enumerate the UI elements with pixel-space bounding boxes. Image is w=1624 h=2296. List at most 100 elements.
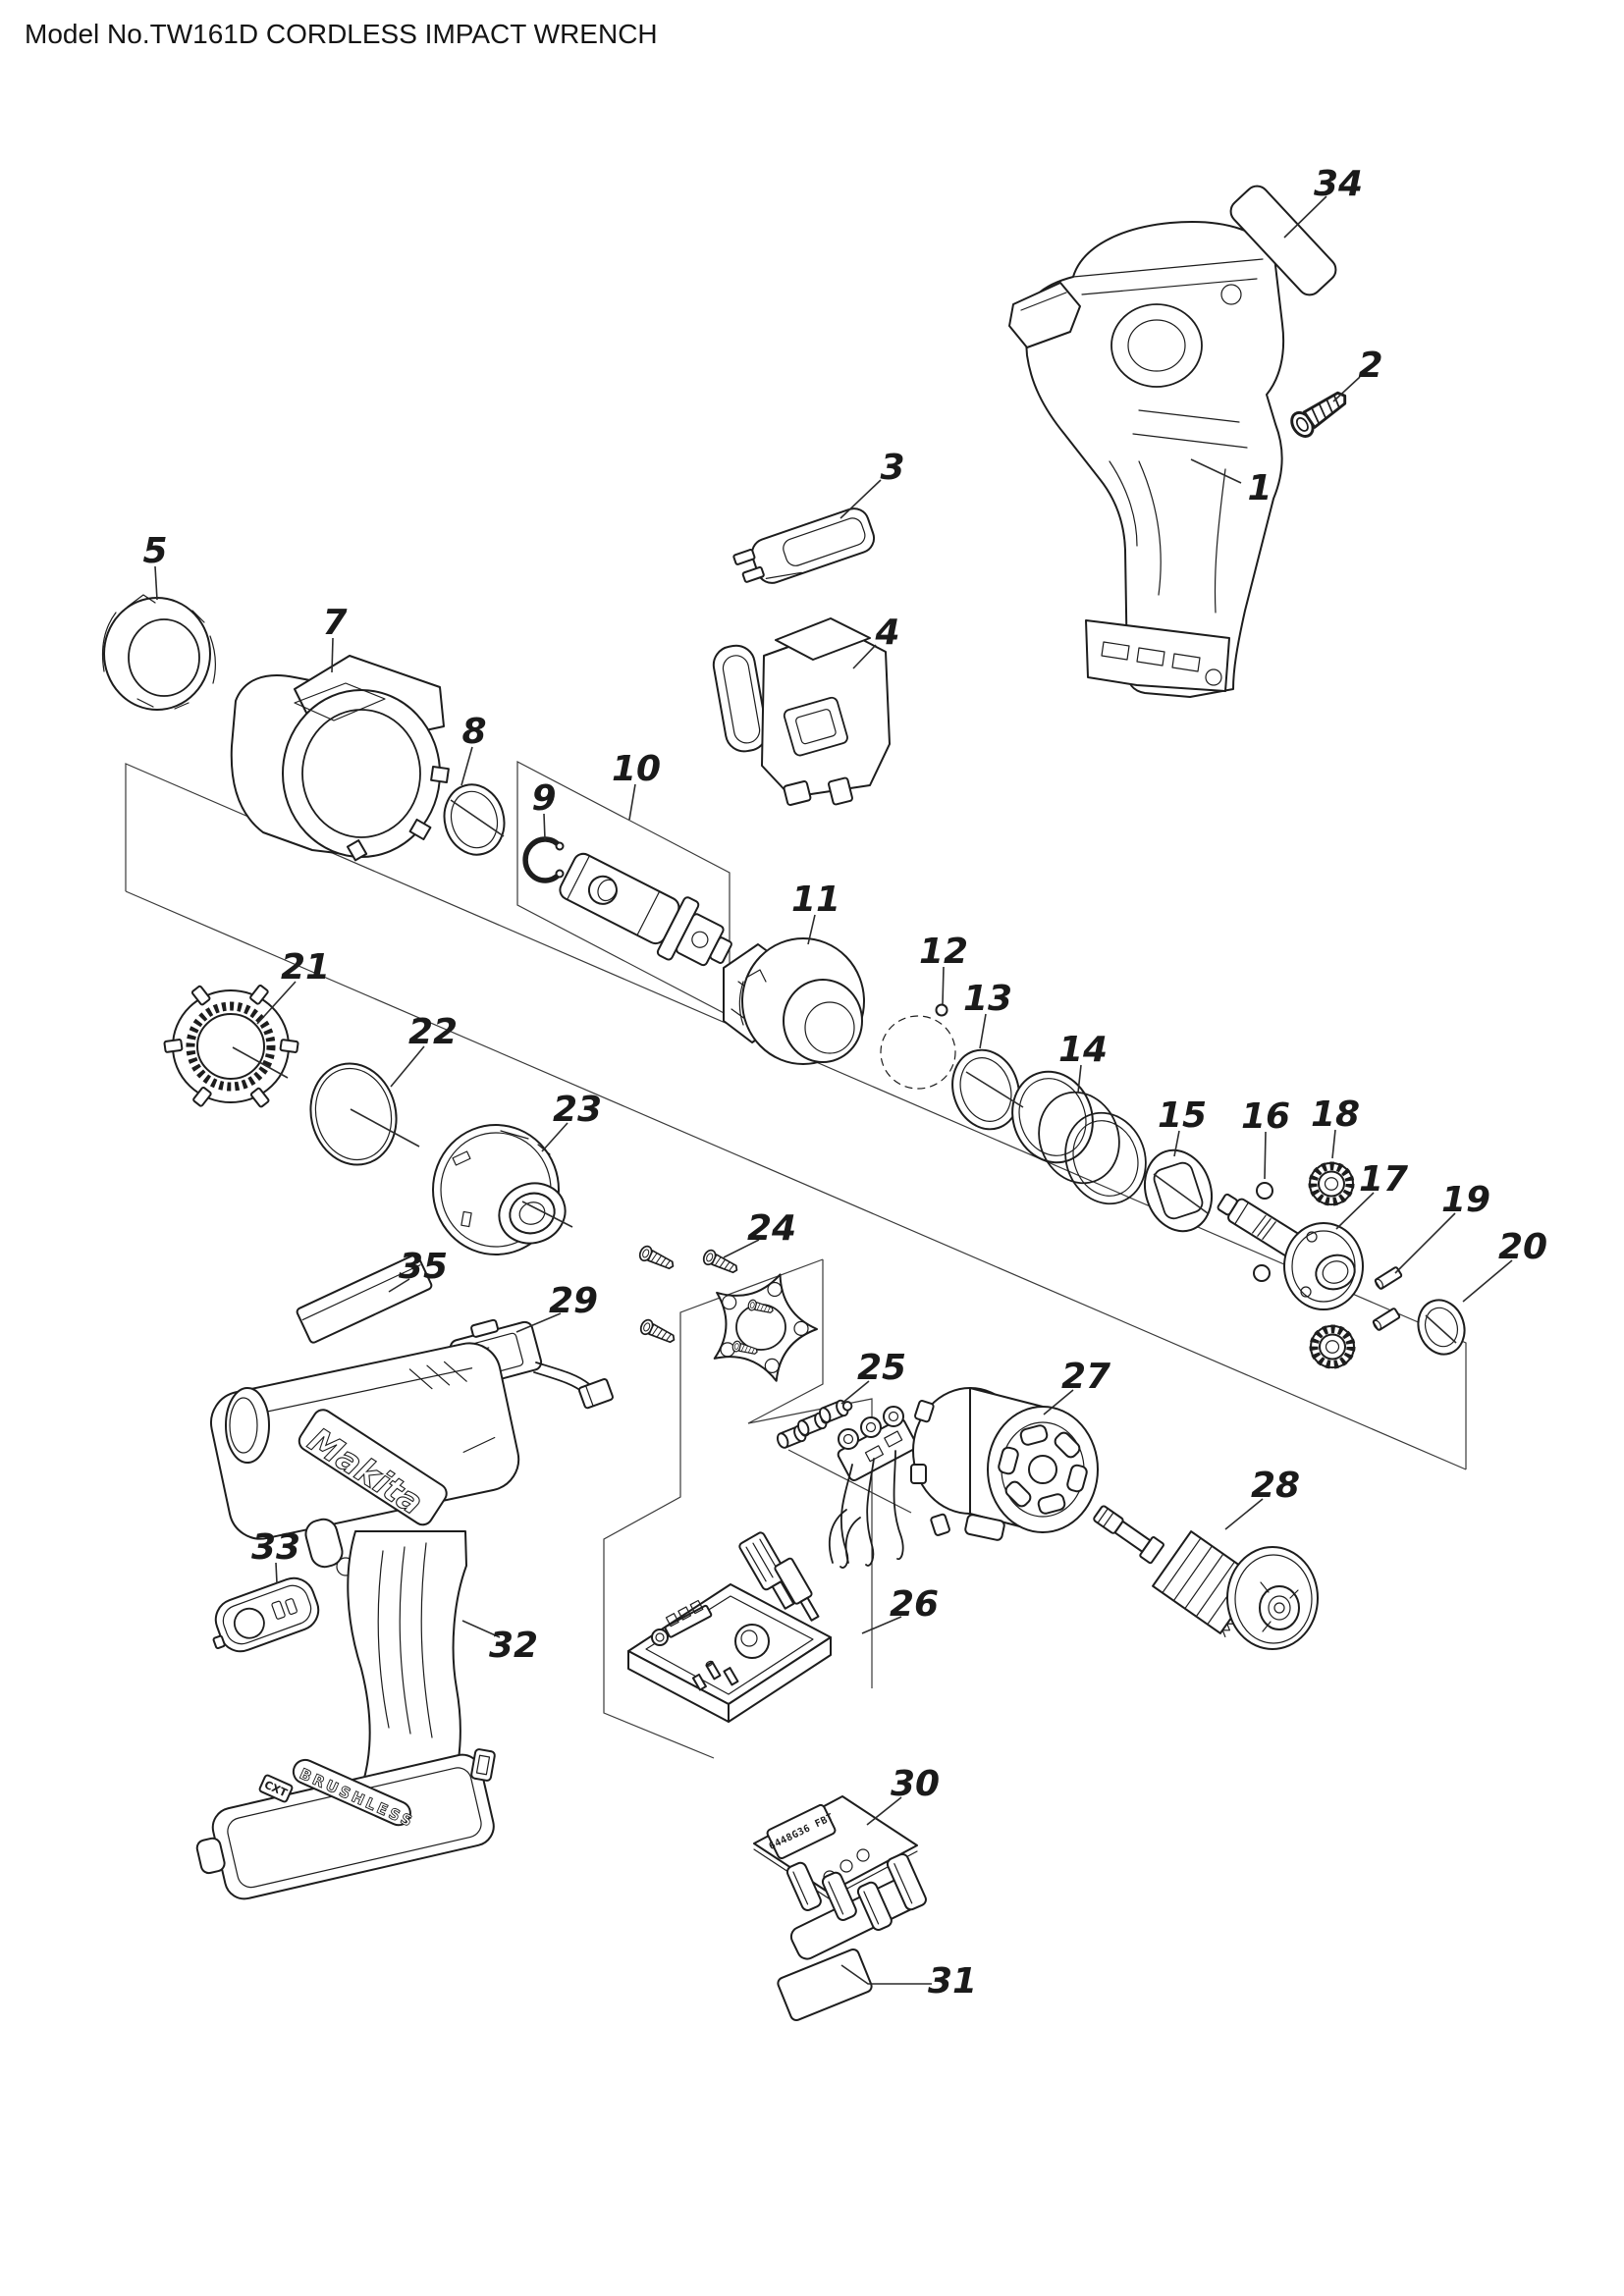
part-4-label: 4 [874,613,899,653]
part-13-leader-2 [965,1071,1024,1108]
part-32-leader [461,1620,501,1638]
part-20-leader-2 [1425,1314,1457,1344]
part-9-leader [543,813,546,840]
part-11-leader [807,914,816,945]
part-21-drawing [163,985,299,1108]
part-15-drawing [1144,1148,1213,1233]
part-19-drawing [1371,1265,1403,1333]
part-15-leader [1173,1130,1180,1157]
part-35-drawing [296,1254,433,1344]
part-26-label: 26 [890,1584,939,1625]
part-12-leader [942,966,945,1005]
part-34-label: 34 [1314,164,1363,204]
part-31-label: 31 [928,1961,977,2002]
part-8-leader [460,746,473,786]
part-34-leader [1283,195,1327,239]
part-2-label: 2 [1358,346,1382,386]
part-29-leader [515,1312,562,1333]
part-13-label: 13 [963,979,1012,1019]
part-9-label: 9 [531,778,556,819]
part-30-label: 30 [891,1764,940,1804]
part-7-leader [331,637,334,673]
part-16-drawing [1253,1182,1273,1282]
part-12-label: 12 [919,932,968,972]
part-32-label: 32 [489,1626,538,1666]
part-1-label: 1 [1247,468,1272,508]
part-4-drawing [712,617,891,806]
part-31-drawing [777,1949,873,2021]
part-10-leader [628,783,636,821]
part-1-leader [1190,458,1242,484]
part-3-leader [839,479,882,519]
part-18-leader [1331,1129,1336,1159]
part-35-leader [388,1278,410,1293]
part-16-leader [1264,1131,1267,1180]
part-14-leader [1077,1064,1082,1094]
part-22-leader-2 [350,1108,420,1148]
part-26-leader [861,1616,902,1634]
part-17-leader [1335,1192,1375,1230]
part-2-leader [1332,376,1361,402]
part-28-drawing [1093,1505,1319,1650]
part-34-drawing [1229,185,1337,296]
part-17-label: 17 [1359,1159,1408,1200]
part-11-drawing [738,937,865,1065]
part-33-drawing [212,1576,320,1653]
part-32-drawing: Makita BRUSHLESS CXT [195,1342,520,1900]
part-25-label: 25 [857,1348,906,1388]
part-20-drawing [1417,1299,1466,1356]
part-16-label: 16 [1241,1096,1290,1137]
part-8-leader-2 [450,799,505,837]
part-33-leader [275,1562,278,1584]
part-22-leader [390,1045,425,1088]
part-12-drawing [880,1003,956,1090]
part-21-label: 21 [281,947,330,988]
part-26-drawing [627,1509,861,1723]
part-26-terminal-drawing [837,1406,918,1569]
part-20-label: 20 [1498,1227,1547,1267]
part-24-drawing [636,1243,818,1382]
part-20-leader [1462,1259,1513,1303]
part-11-label: 11 [791,880,840,920]
part-13-leader [979,1013,987,1049]
part-21-leader [256,981,297,1025]
part-14-label: 14 [1058,1030,1108,1070]
part-29-label: 29 [549,1281,598,1321]
part-21-leader-2 [232,1046,289,1079]
part-24-leader [723,1239,760,1258]
part-23-drawing [432,1124,567,1255]
part-27-drawing [910,1387,1099,1541]
part-14-drawing [1011,1070,1147,1205]
part-17-drawing [1217,1193,1364,1310]
part-28-label: 28 [1251,1466,1300,1506]
part-27-label: 27 [1061,1357,1110,1397]
part-28-leader [1224,1498,1264,1530]
part-8-drawing [443,783,506,856]
part-27-leader [1043,1389,1074,1415]
part-10-label: 10 [612,749,661,789]
part-33-label: 33 [251,1527,300,1568]
part-31-leader [840,1964,932,1985]
part-22-label: 22 [408,1012,458,1052]
part-24-label: 24 [747,1208,796,1249]
part-5-leader [154,565,158,601]
part-3-drawing [732,507,876,584]
part-19-leader [1394,1212,1456,1274]
part-3-label: 3 [880,448,904,488]
page-title: Model No.TW161D CORDLESS IMPACT WRENCH [25,19,658,49]
part-15-leader-2 [1153,1173,1209,1214]
part-22-drawing [309,1062,398,1166]
part-18-label: 18 [1311,1095,1360,1135]
part-1-drawing [1008,221,1285,698]
part-7-label: 7 [322,603,347,643]
part-9-drawing [522,836,565,883]
part-30-drawing: 6448G36 FBT [753,1795,927,1960]
part-25-leader [840,1380,870,1405]
part-5-label: 5 [142,531,167,571]
part-15-label: 15 [1158,1095,1207,1136]
part-23-leader [541,1122,568,1152]
part-23-label: 23 [553,1090,602,1130]
part-35-label: 35 [399,1247,448,1287]
